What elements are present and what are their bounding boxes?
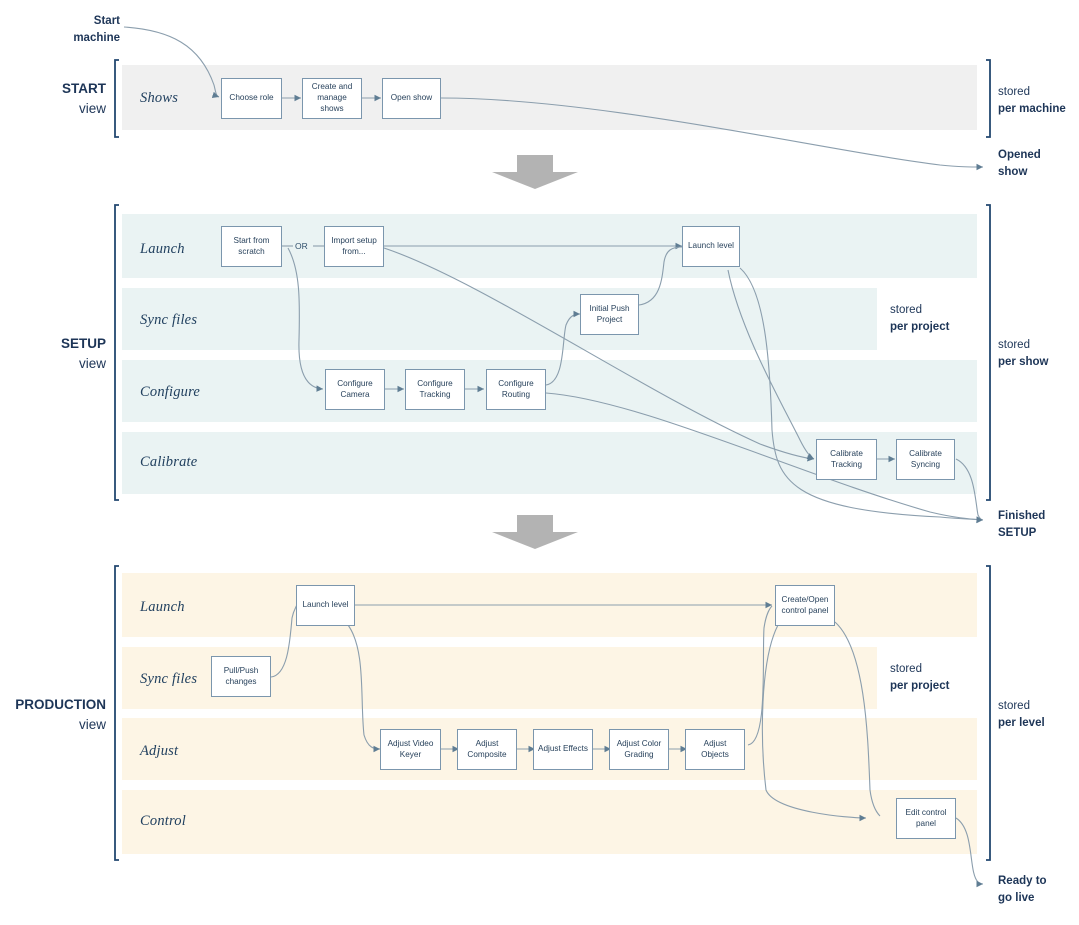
end-label-opened-show-line1: Opened bbox=[998, 149, 1041, 161]
node-configure-camera[interactable]: Configure Camera bbox=[325, 369, 385, 410]
stage-title-production-text: PRODUCTION bbox=[15, 697, 106, 712]
node-pull-push-changes[interactable]: Pull/Push changes bbox=[211, 656, 271, 697]
row-label-shows: Shows bbox=[140, 90, 179, 106]
down-arrow-setup-to-production bbox=[492, 515, 578, 549]
side-note-per-level-line2: per level bbox=[998, 717, 1045, 730]
side-note-per-show-line1: stored bbox=[998, 339, 1030, 351]
side-note-per-show: stored per show bbox=[998, 337, 1048, 371]
side-note-per-level-line1: stored bbox=[998, 700, 1030, 712]
band-setup-configure bbox=[122, 360, 977, 422]
stage-subtitle-production: view bbox=[78, 716, 106, 732]
stage-title-start: START view bbox=[0, 79, 106, 118]
end-label-ready-to-go-live-line1: Ready to bbox=[998, 875, 1047, 887]
stage-title-start-text: START bbox=[62, 81, 106, 96]
row-label-setup-launch: Launch bbox=[140, 241, 185, 257]
node-setup-launch-level[interactable]: Launch level bbox=[682, 226, 740, 267]
node-adjust-composite[interactable]: Adjust Composite bbox=[457, 729, 517, 770]
end-label-opened-show: Opened show bbox=[998, 147, 1041, 180]
side-note-per-machine: stored per machine bbox=[998, 84, 1066, 118]
node-configure-routing[interactable]: Configure Routing bbox=[486, 369, 546, 410]
band-setup-syncfiles bbox=[122, 288, 877, 350]
node-create-and-manage-shows[interactable]: Create and manage shows bbox=[302, 78, 362, 119]
down-arrow-start-to-setup bbox=[492, 155, 578, 189]
inner-note-production-per-project: stored per project bbox=[890, 661, 949, 695]
band-production-launch bbox=[122, 573, 977, 637]
or-label: OR bbox=[295, 241, 308, 251]
node-production-launch-level[interactable]: Launch level bbox=[296, 585, 355, 626]
side-note-per-machine-line1: stored bbox=[998, 86, 1030, 98]
band-production-control bbox=[122, 790, 977, 854]
node-edit-control-panel[interactable]: Edit control panel bbox=[896, 798, 956, 839]
row-label-production-adjust: Adjust bbox=[140, 743, 179, 759]
node-calibrate-tracking[interactable]: Calibrate Tracking bbox=[816, 439, 877, 480]
end-label-finished-setup-line2: SETUP bbox=[998, 526, 1037, 539]
end-label-opened-show-line2: show bbox=[998, 165, 1028, 178]
inner-note-setup-per-project: stored per project bbox=[890, 302, 949, 336]
stage-title-setup-text: SETUP bbox=[60, 336, 106, 351]
inner-note-setup-per-project-line1: stored bbox=[890, 304, 922, 316]
node-adjust-color-grading[interactable]: Adjust Color Grading bbox=[609, 729, 669, 770]
side-note-per-show-line2: per show bbox=[998, 356, 1049, 369]
inner-note-production-per-project-line1: stored bbox=[890, 663, 922, 675]
inner-note-production-per-project-line2: per project bbox=[890, 680, 950, 693]
end-label-finished-setup: Finished SETUP bbox=[998, 508, 1045, 541]
row-label-setup-calibrate: Calibrate bbox=[140, 454, 198, 470]
stage-title-production: PRODUCTION view bbox=[0, 695, 106, 734]
node-start-from-scratch[interactable]: Start from scratch bbox=[221, 226, 282, 267]
start-machine-line2: machine bbox=[73, 31, 120, 44]
node-calibrate-syncing[interactable]: Calibrate Syncing bbox=[896, 439, 955, 480]
end-label-finished-setup-line1: Finished bbox=[998, 510, 1046, 522]
node-import-setup-from[interactable]: Import setup from... bbox=[324, 226, 384, 267]
node-initial-push-project[interactable]: Initial Push Project bbox=[580, 294, 639, 335]
node-adjust-objects[interactable]: Adjust Objects bbox=[685, 729, 745, 770]
row-label-production-syncfiles: Sync files bbox=[140, 671, 198, 687]
row-label-production-control: Control bbox=[140, 813, 186, 829]
node-open-show[interactable]: Open show bbox=[382, 78, 441, 119]
start-machine-line1: Start bbox=[93, 15, 120, 27]
end-label-ready-to-go-live: Ready to go live bbox=[998, 873, 1047, 906]
inner-note-setup-per-project-line2: per project bbox=[890, 321, 950, 334]
stage-subtitle-setup: view bbox=[78, 355, 106, 371]
stage-subtitle-start: view bbox=[78, 100, 106, 116]
row-label-setup-configure: Configure bbox=[140, 384, 201, 400]
node-create-open-control-panel[interactable]: Create/Open control panel bbox=[775, 585, 835, 626]
end-label-ready-to-go-live-line2: go live bbox=[998, 891, 1035, 904]
row-label-setup-syncfiles: Sync files bbox=[140, 312, 198, 328]
side-note-per-level: stored per level bbox=[998, 698, 1045, 732]
node-choose-role[interactable]: Choose role bbox=[221, 78, 282, 119]
start-machine-label: Start machine bbox=[0, 13, 120, 46]
node-configure-tracking[interactable]: Configure Tracking bbox=[405, 369, 465, 410]
stage-title-setup: SETUP view bbox=[0, 334, 106, 373]
node-adjust-effects[interactable]: Adjust Effects bbox=[533, 729, 593, 770]
row-label-production-launch: Launch bbox=[140, 599, 185, 615]
side-note-per-machine-line2: per machine bbox=[998, 103, 1066, 116]
node-adjust-video-keyer[interactable]: Adjust Video Keyer bbox=[380, 729, 441, 770]
